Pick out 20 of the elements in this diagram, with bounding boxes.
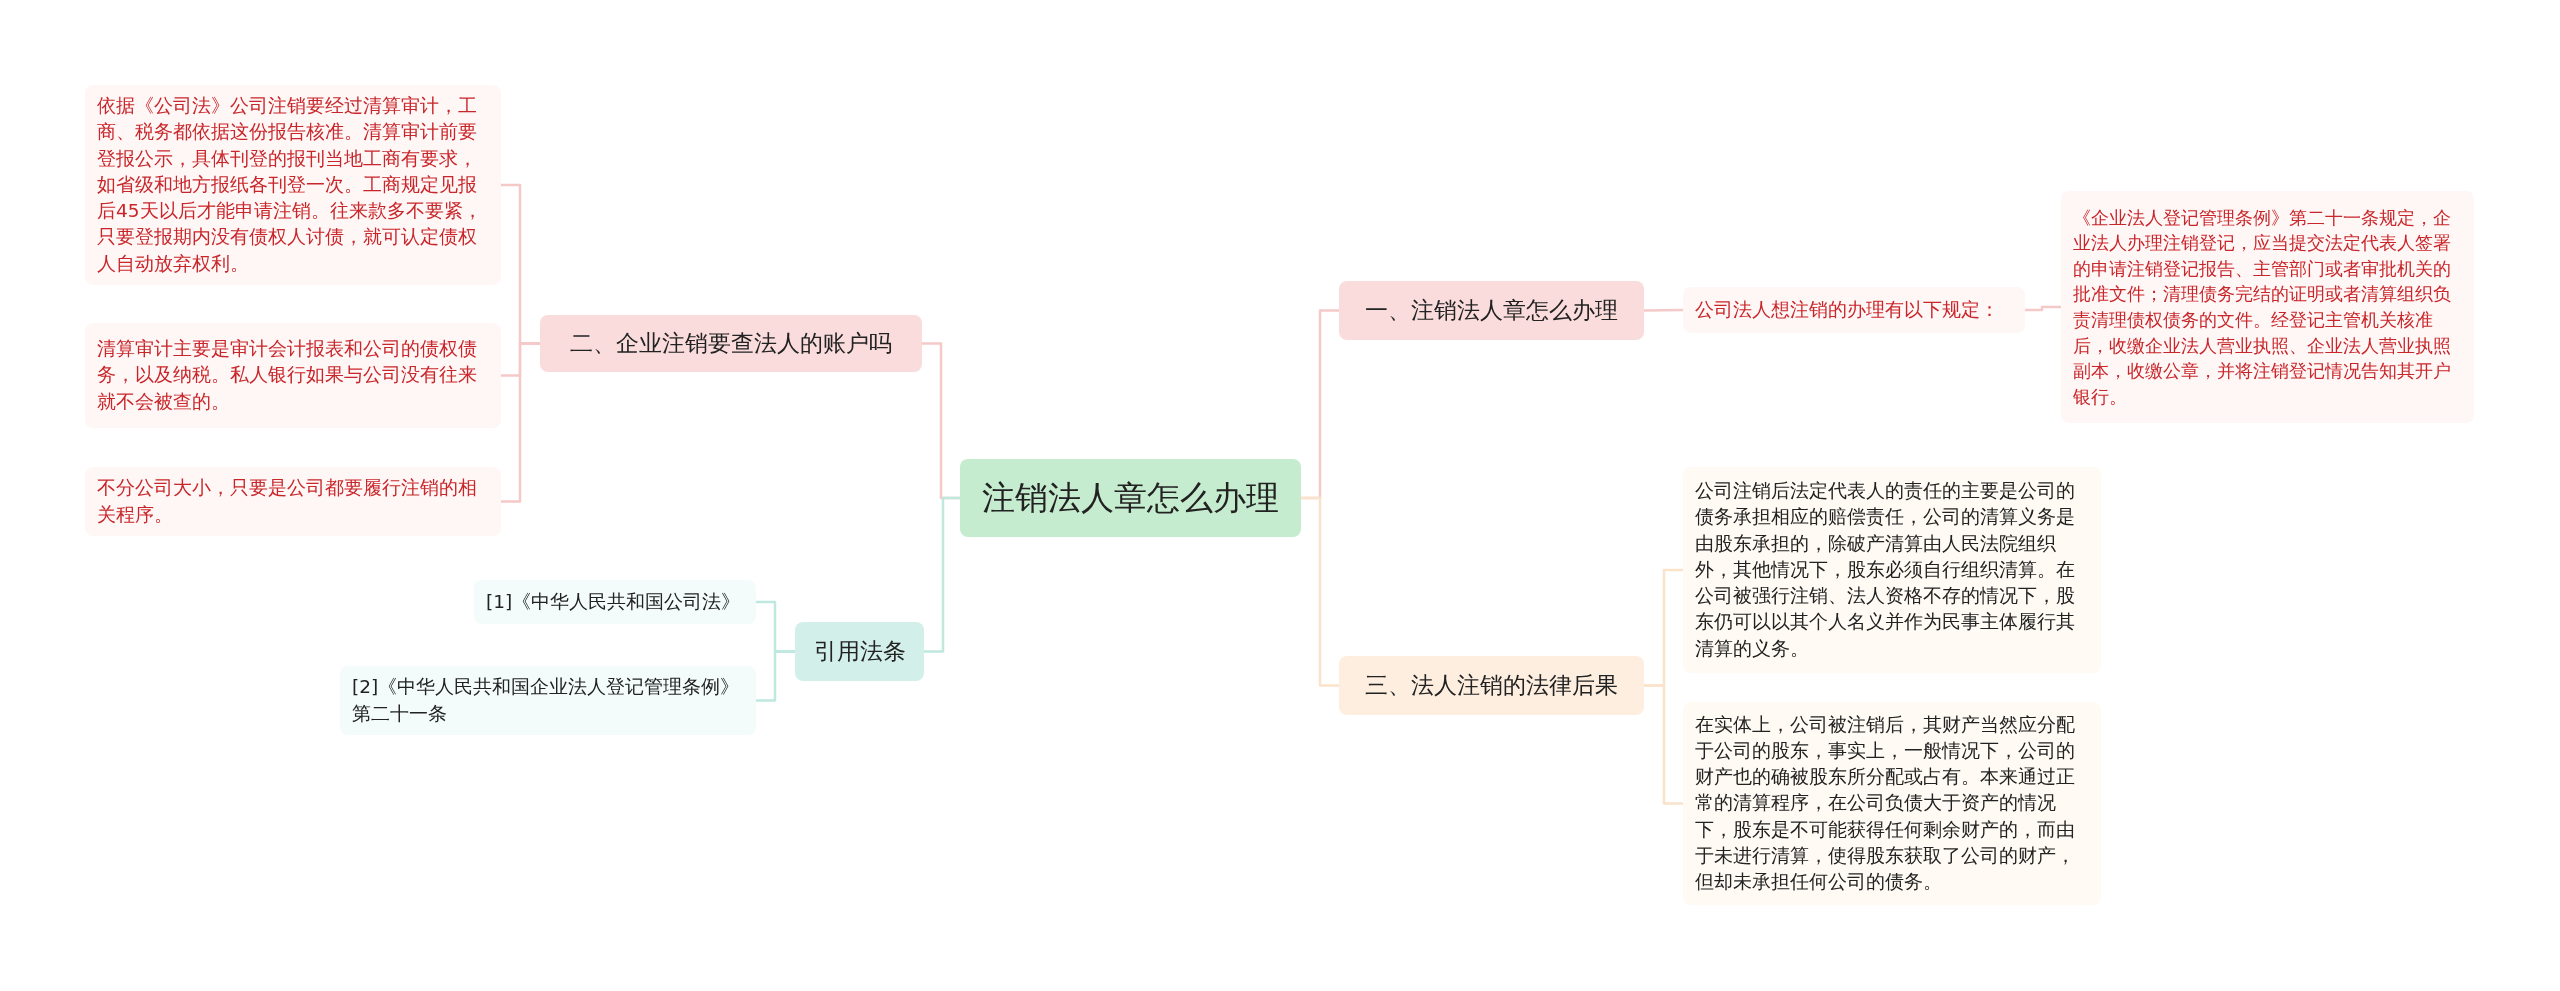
text-card: 在实体上，公司被注销后，其财产当然应分配于公司的股东，事实上，一般情况下，公司的财产也的确被股东所分配或占有。本来通过正常的清算程序，在公司负债大于资产的情况下，股东是不可能获得任何剩余财产的，而由于未进行清算，使得股东获取了公司的财产，但却未承担任何公司的债务。 bbox=[1683, 702, 2101, 905]
text-card: 不分公司大小，只要是公司都要履行注销的相关程序。 bbox=[85, 467, 501, 536]
connector-line bbox=[1644, 684, 1683, 805]
topic-box: 引用法条 bbox=[795, 622, 924, 681]
connector-line bbox=[924, 496, 960, 653]
central-topic-box: 注销法人章怎么办理 bbox=[960, 459, 1301, 537]
connector-line bbox=[756, 650, 795, 702]
text-card: 依据《公司法》公司注销要经过清算审计，工商、税务都依据这份报告核准。清算审计前要登报公示，具体刊登的报刊当地工商有要求，如省级和地方报纸各刊登一次。工商规定见报后45天以后才能申请注销。往来款多不要紧，只要登报期内没有债权人讨债，就可认定债权人自动放弃权利。 bbox=[85, 85, 501, 285]
connector-line bbox=[1301, 496, 1339, 687]
topic-box: 一、注销法人章怎么办理 bbox=[1339, 281, 1644, 340]
text-card: [1]《中华人民共和国公司法》 bbox=[474, 580, 756, 624]
text-card: 公司法人想注销的办理有以下规定： bbox=[1683, 287, 2025, 333]
text-card: 公司注销后法定代表人的责任的主要是公司的债务承担相应的赔偿责任，公司的清算义务是由股东承担的，除破产清算由人民法院组织外，其他情况下，股东必须自行组织清算。在公司被强行注销、法人资格不存的情况下，股东仍可以以其个人名义并作为民事主体履行其清算的义务。 bbox=[1683, 467, 2101, 673]
connector-line bbox=[1644, 308, 1683, 312]
topic-box: 二、企业注销要查法人的账户吗 bbox=[540, 315, 922, 372]
topic-box: 三、法人注销的法律后果 bbox=[1339, 656, 1644, 715]
text-card: 《企业法人登记管理条例》第二十一条规定，企业法人办理注销登记，应当提交法定代表人签署的申请注销登记报告、主管部门或者审批机关的批准文件；清理债务完结的证明或者清算组织负责清理债权债务的文件。经登记主管机关核准后，收缴企业法人营业执照、企业法人营业执照副本，收缴公章，并将注销登记情况告知其开户银行。 bbox=[2061, 191, 2474, 423]
connector-line bbox=[2025, 305, 2061, 312]
text-card: 清算审计主要是审计会计报表和公司的债权债务，以及纳税。私人银行如果与公司没有往来就不会被查的。 bbox=[85, 323, 501, 428]
text-card: [2]《中华人民共和国企业法人登记管理条例》第二十一条 bbox=[340, 666, 756, 735]
